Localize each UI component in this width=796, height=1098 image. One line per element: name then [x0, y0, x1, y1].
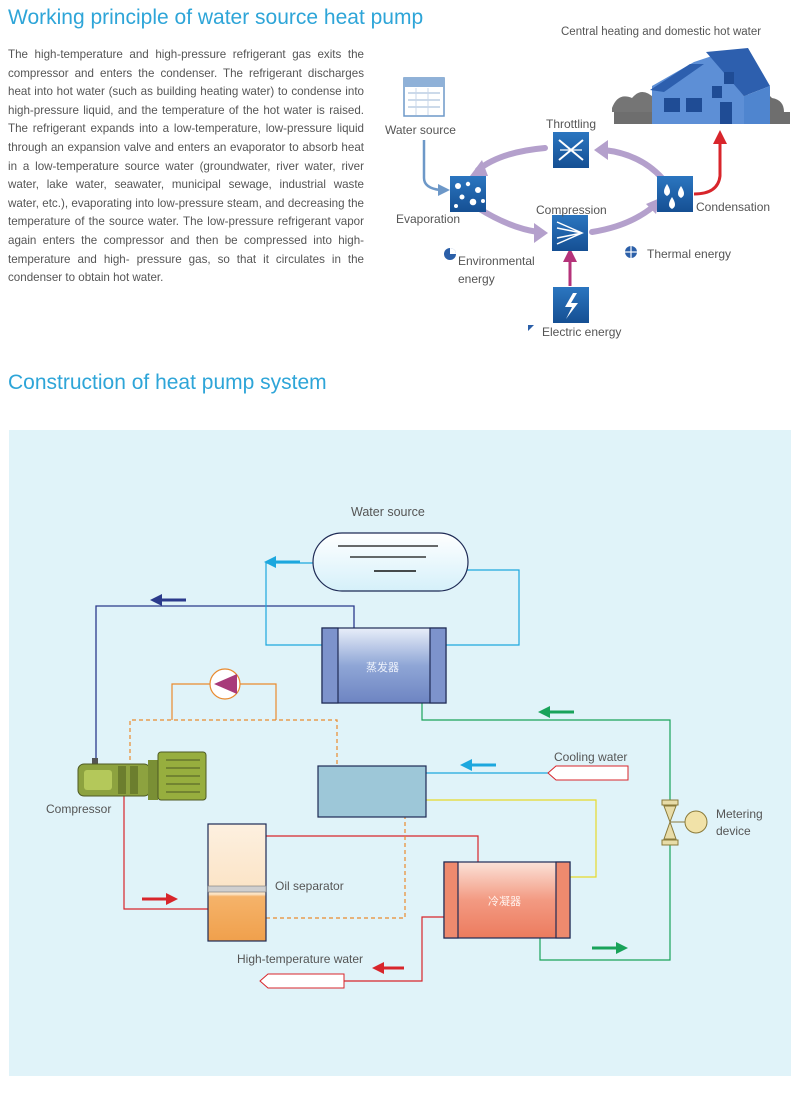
- oil-return-dashed-line: [129, 719, 338, 766]
- flow-arrow-cooling-water-left: [460, 759, 496, 771]
- source-water-outlet-line: [446, 569, 520, 646]
- cycle-arrowhead-compression: [534, 223, 548, 243]
- evaporator: [321, 627, 447, 704]
- electric-energy-label: Electric energy: [542, 325, 622, 339]
- throttling-valve-icon: [553, 132, 589, 168]
- compression-label: Compression: [536, 203, 607, 217]
- metering-device-label-1: Metering: [716, 807, 763, 821]
- metering-device-label-2: device: [716, 824, 751, 838]
- central-heating-label: Central heating and domestic hot water: [561, 26, 762, 38]
- suction-line: [95, 605, 355, 760]
- condensation-icon: [657, 176, 693, 212]
- house-icon: [612, 48, 790, 124]
- flow-arrow-discharge-right: [142, 893, 178, 905]
- cooling-water-nozzle: [547, 765, 629, 781]
- condenser-label: 冷凝器: [488, 896, 521, 908]
- section-title-construction: Construction of heat pump system: [8, 371, 327, 394]
- evaporator-label: 蒸发器: [366, 662, 399, 674]
- oil-separator: [207, 823, 267, 942]
- cycle-arrowhead-throttling: [594, 140, 608, 160]
- economizer-box: [317, 765, 427, 818]
- discharge-line: [123, 788, 208, 910]
- evaporation-icon: [450, 176, 486, 212]
- evaporation-label: Evaporation: [396, 212, 461, 226]
- section-title-working-principle: Working principle of water source heat p…: [8, 6, 424, 29]
- water-source-flow-arrow: [422, 140, 441, 192]
- electric-energy-icon: [553, 287, 589, 323]
- yellow-line: [426, 799, 597, 878]
- cycle-arrowhead-evaporation: [470, 160, 488, 176]
- cycle-arrowhead-condensation: [646, 198, 660, 214]
- heat-pump-cycle-diagram: [403, 48, 790, 331]
- oil-separator-label: Oil separator: [275, 879, 344, 893]
- compressor-label: Compressor: [46, 802, 112, 816]
- metering-device-icon: [661, 799, 708, 846]
- hot-water-arrowhead: [713, 130, 727, 144]
- hot-water-nozzle: [259, 973, 345, 989]
- thermal-energy-label: Thermal energy: [647, 247, 732, 261]
- thermal-energy-icon: [625, 246, 637, 258]
- compressor-icon: [77, 751, 207, 801]
- flow-arrow-liquid-right: [592, 942, 628, 954]
- condensation-label: Condensation: [696, 200, 771, 214]
- cooling-water-label: Cooling water: [554, 750, 628, 764]
- working-principle-paragraph: The high-temperature and high-pressure r…: [8, 48, 364, 285]
- throttling-label: Throttling: [546, 117, 597, 131]
- hot-water-flow-arrow: [693, 142, 722, 196]
- water-source-label: Water source: [351, 505, 425, 519]
- oil-separator-dashed-line: [266, 817, 406, 919]
- flow-arrow-suction-left: [150, 594, 186, 606]
- cycle-arrow-compression-to-condensation: [589, 203, 657, 235]
- cycle-water-source-label: Water source: [385, 123, 456, 137]
- compression-icon: [552, 215, 588, 251]
- flow-arrow-hot-water-left: [372, 962, 404, 974]
- hot-water-outlet-line: [344, 916, 444, 982]
- condenser: [443, 861, 571, 939]
- environmental-energy-label: Environmental energy: [458, 254, 535, 286]
- electric-energy-small-icon: [528, 325, 534, 331]
- oil-separator-to-condenser-line: [266, 835, 479, 862]
- environmental-energy-icon: [444, 248, 456, 260]
- flow-arrow-liquid-left: [538, 706, 574, 718]
- flow-arrow-source-water-left: [264, 556, 300, 568]
- high-temperature-water-label: High-temperature water: [237, 952, 364, 966]
- oil-pump-icon: [209, 668, 241, 700]
- liquid-line-upper: [421, 703, 671, 802]
- water-source-icon: [403, 77, 445, 117]
- liquid-line-lower: [539, 844, 671, 961]
- water-source-tank: [312, 532, 469, 592]
- cycle-arrow-condensation-to-throttling: [601, 147, 665, 181]
- source-water-inlet-line: [265, 562, 322, 646]
